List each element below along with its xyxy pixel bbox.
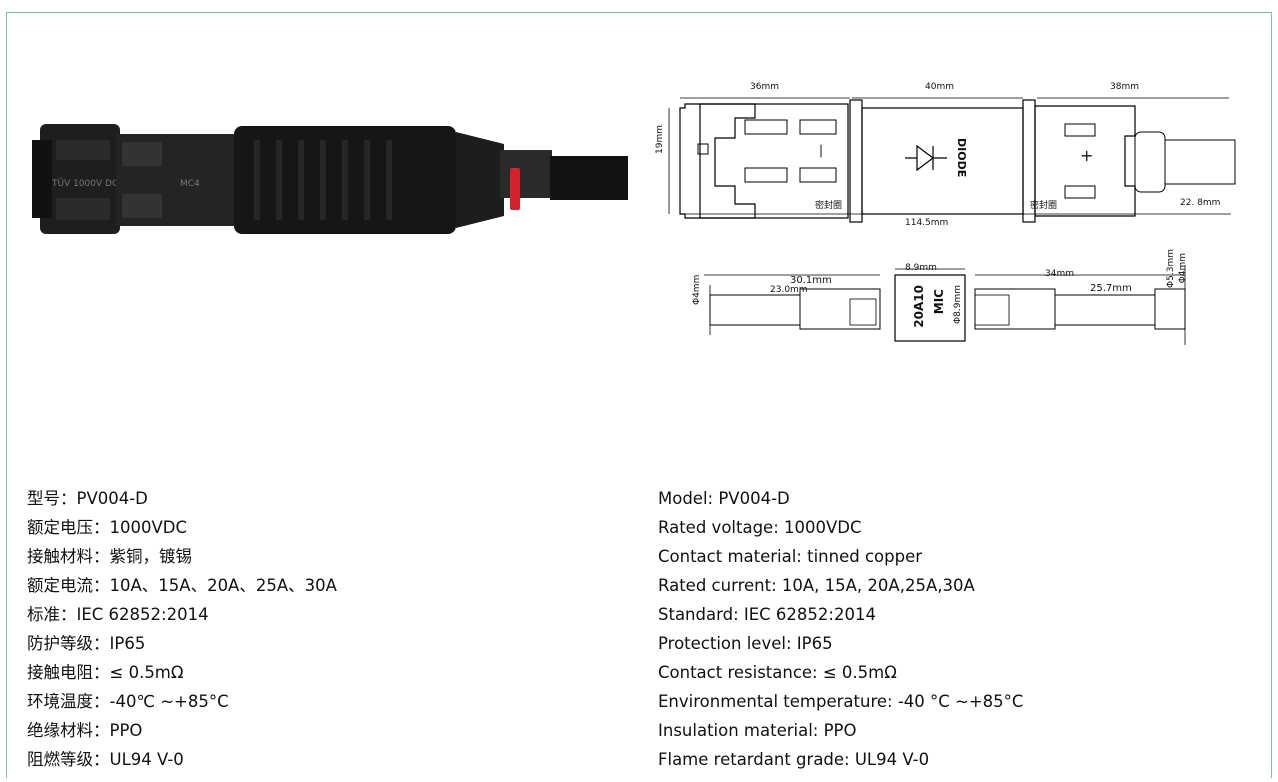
chip-code-2: MIC — [932, 289, 946, 315]
spec-line: Contact material: tinned copper — [658, 547, 922, 566]
dim-right-inner: 25.7mm — [1090, 283, 1132, 294]
spec-line: Flame retardant grade: UL94 V-0 — [658, 750, 930, 769]
spec-line: 接触电阻：≤ 0.5mΩ — [27, 663, 184, 682]
specs-english: Model: PV004-D Rated voltage: 1000VDC Co… — [658, 484, 1023, 774]
svg-text:TÜV 1000V DC: TÜV 1000V DC — [51, 178, 118, 189]
dim-middle-length: 40mm — [925, 82, 954, 92]
plus-symbol: + — [1080, 146, 1094, 165]
spec-line: 环境温度：-40℃ ~+85°C — [27, 692, 229, 711]
minus-symbol: — — [813, 144, 829, 158]
chip-height: Φ8.9mm — [953, 285, 963, 324]
seal-label-left: 密封圈 — [815, 201, 843, 211]
dim-right-length: 38mm — [1110, 82, 1139, 92]
dim-left-inner: 23.0mm — [770, 285, 808, 295]
dim-right-length: 34mm — [1045, 269, 1074, 279]
specs-chinese: 型号：PV004-D 额定电压：1000VDC 接触材料：紫铜，镀锡 额定电流：… — [27, 484, 337, 774]
spec-line: Protection level: IP65 — [658, 634, 833, 653]
spec-line: Insulation material: PPO — [658, 721, 857, 740]
spec-line: 型号：PV004-D — [27, 489, 148, 508]
dim-total-length: 114.5mm — [905, 218, 949, 228]
diode-label: DIODE — [955, 138, 968, 178]
spec-line: Standard: IEC 62852:2014 — [658, 605, 876, 624]
svg-text:MC4: MC4 — [180, 179, 200, 189]
spec-line: Model: PV004-D — [658, 489, 790, 508]
dim-right-diameter-2: Φ4mm — [1178, 253, 1188, 284]
spec-line: 绝缘材料：PPO — [27, 721, 143, 740]
spec-line: 防护等级：IP65 — [27, 634, 146, 653]
spec-line: Rated current: 10A, 15A, 20A,25A,30A — [658, 576, 975, 595]
dim-height: 19mm — [655, 125, 665, 154]
dimension-drawing-top — [668, 97, 1236, 223]
dim-left-diameter: Φ4mm — [692, 274, 702, 305]
spec-line: Environmental temperature: -40 °C ~+85°C — [658, 692, 1024, 711]
product-photo: TÜV 1000V DC MC4 — [32, 124, 628, 234]
spec-line: Rated voltage: 1000VDC — [658, 518, 862, 537]
spec-line: 接触材料：紫铜，镀锡 — [27, 547, 192, 566]
dim-right-diameter-1: Φ5.3mm — [1166, 249, 1176, 288]
spec-line: 标准：IEC 62852:2014 — [27, 605, 209, 624]
dimension-drawing-bottom — [704, 265, 1186, 345]
spec-line: Contact resistance: ≤ 0.5mΩ — [658, 663, 897, 682]
chip-width: 8.9mm — [905, 263, 937, 273]
spec-line: 额定电流：10A、15A、20A、25A、30A — [27, 576, 337, 595]
dim-tail-length: 22. 8mm — [1180, 198, 1221, 208]
drawing-bottom-labels: Φ4mm 30.1mm 23.0mm 8.9mm 20A10 MIC Φ8.9m… — [690, 245, 1210, 360]
drawing-top-labels: 36mm 40mm 38mm 19mm 114.5mm 22. 8mm 密封圈 … — [655, 78, 1245, 238]
content-frame — [6, 12, 1272, 778]
seal-label-right: 密封圈 — [1030, 201, 1058, 211]
dim-left-length: 30.1mm — [790, 275, 832, 286]
dim-left-length: 36mm — [750, 82, 779, 92]
chip-code-1: 20A10 — [912, 285, 926, 328]
spec-line: 阻燃等级：UL94 V-0 — [27, 750, 184, 769]
spec-line: 额定电压：1000VDC — [27, 518, 188, 537]
